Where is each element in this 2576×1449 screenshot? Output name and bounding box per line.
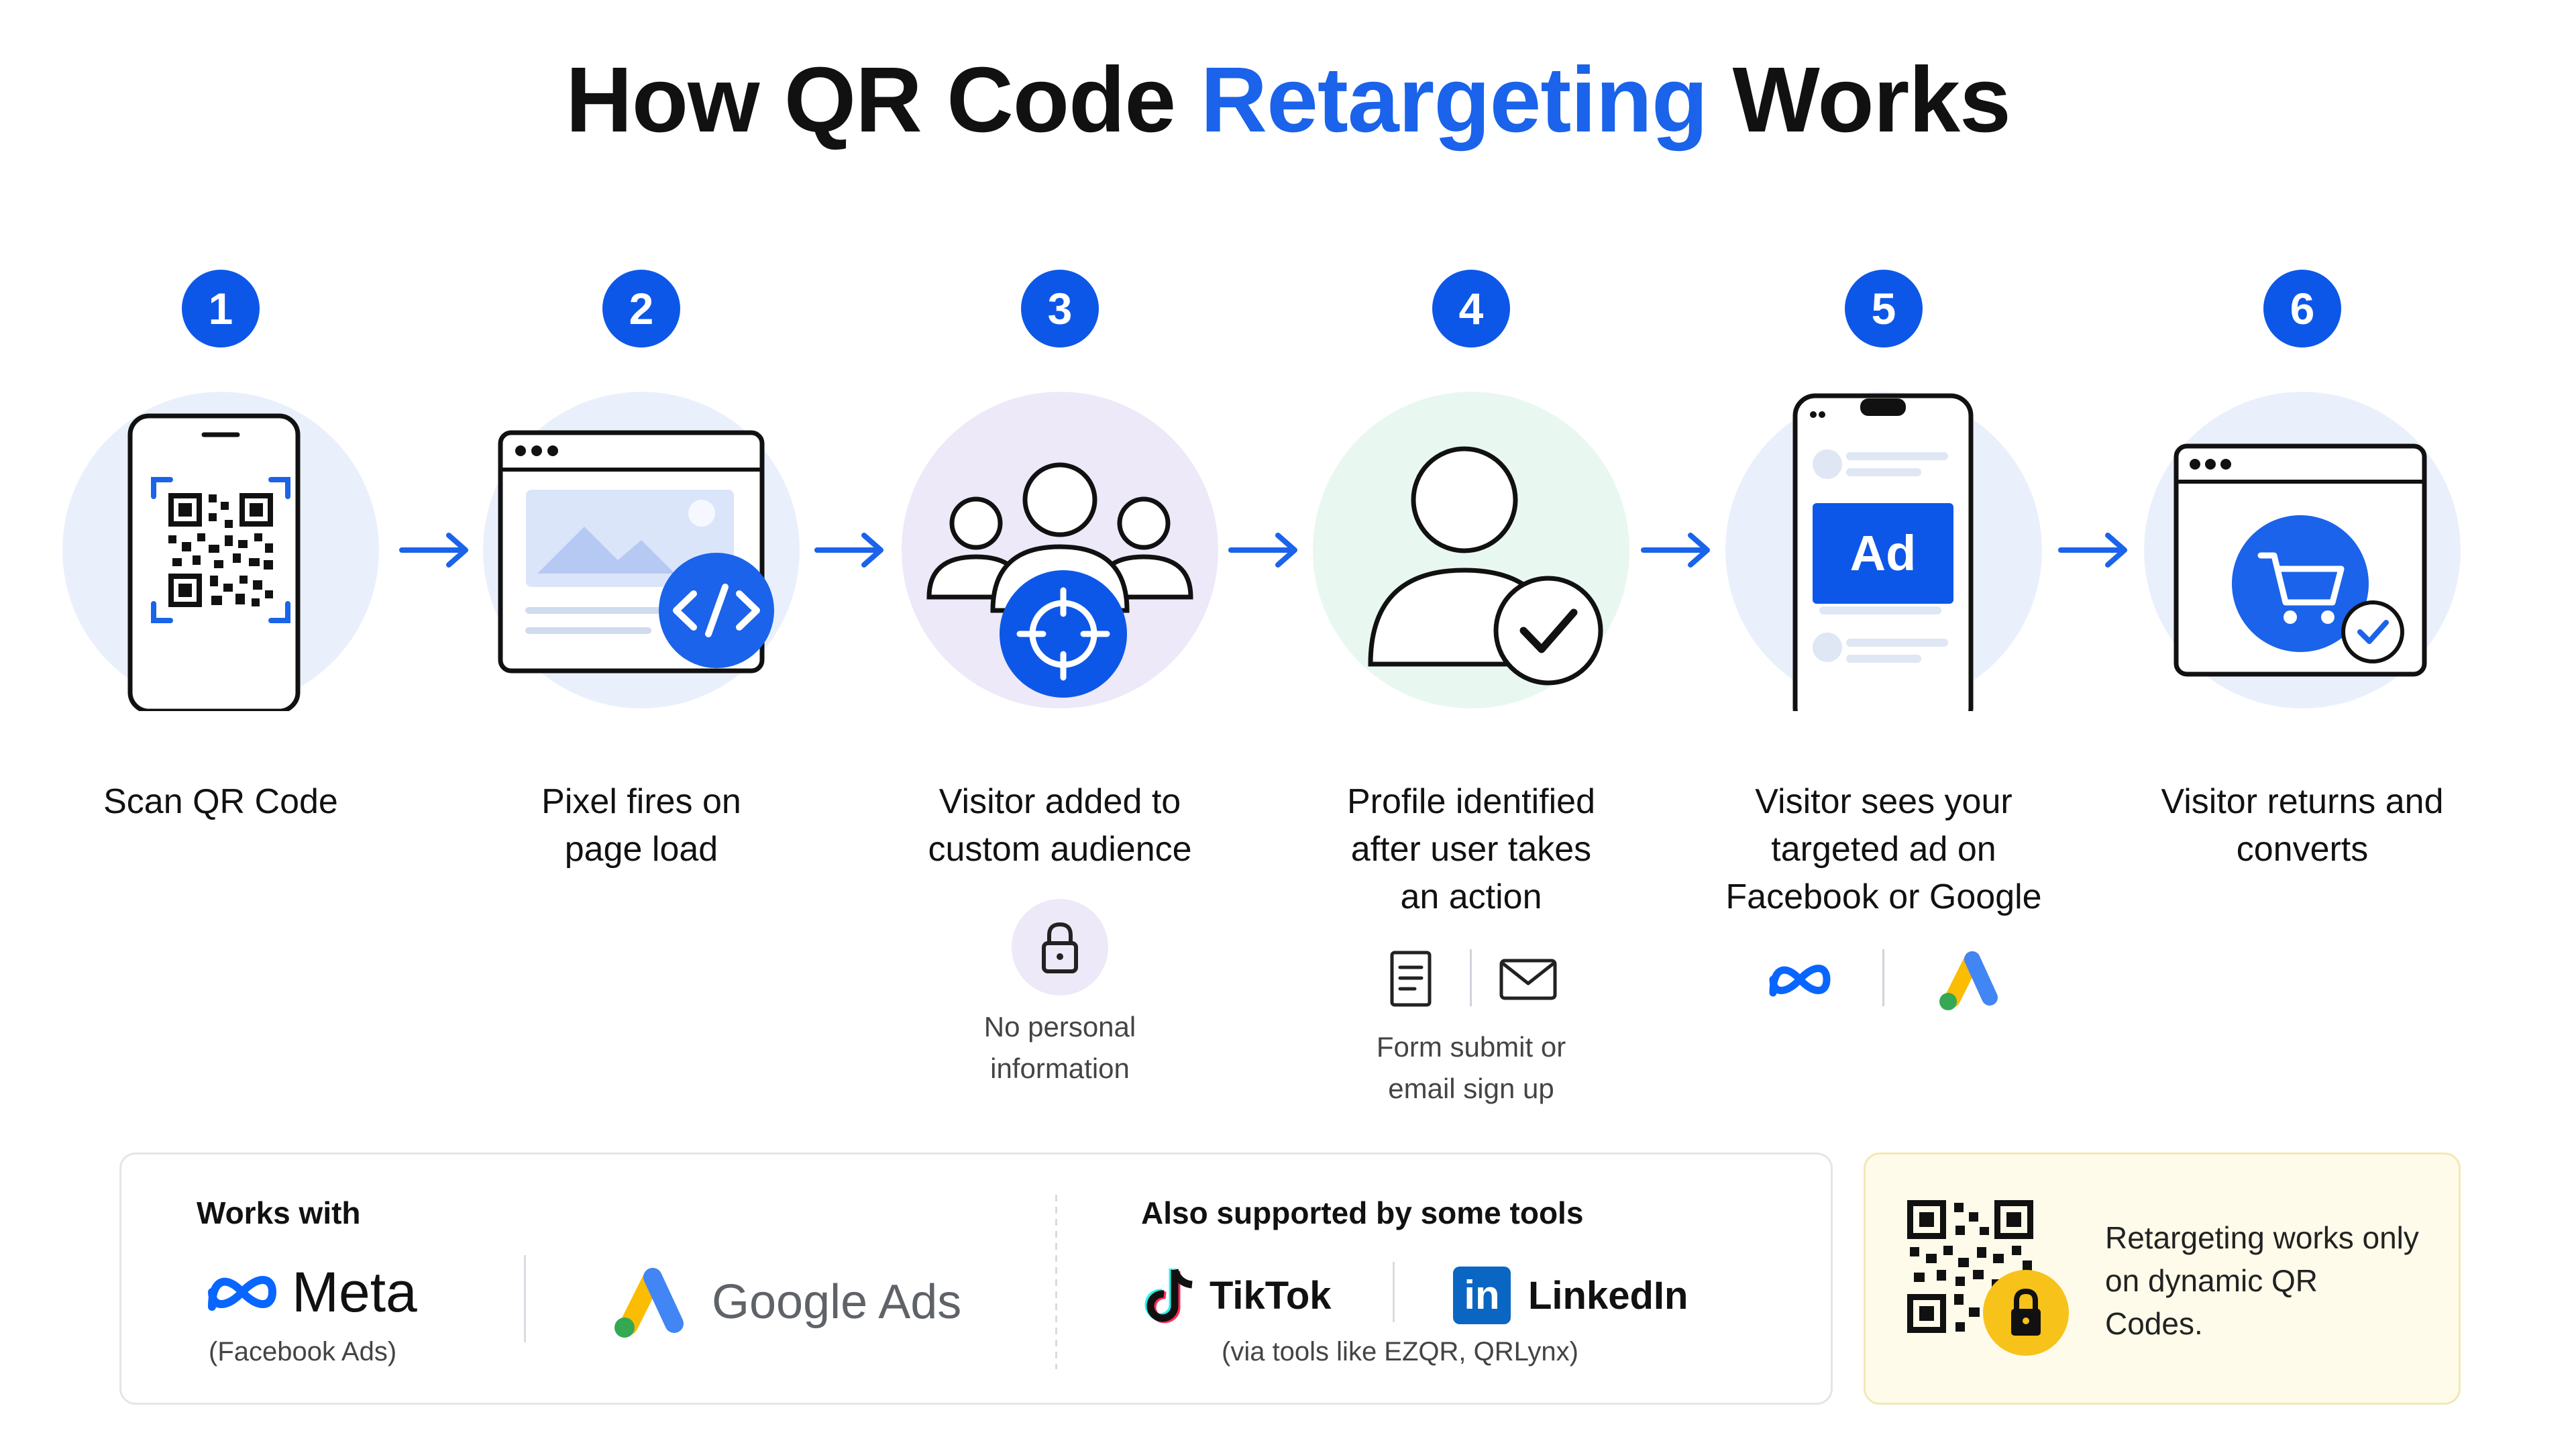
step-illustration	[2141, 389, 2463, 711]
linkedin-icon: in	[1453, 1267, 1511, 1324]
title-suffix: Works	[1732, 48, 2011, 152]
form-icon	[1377, 946, 1444, 1013]
title-accent: Retargeting	[1200, 48, 1708, 152]
step-1: 1	[6, 0, 435, 1140]
target-icon	[1000, 570, 1127, 698]
title-prefix: How QR Code	[566, 48, 1176, 152]
google-ads-label: Google Ads	[712, 1275, 962, 1329]
linkedin-label: LinkedIn	[1528, 1273, 1688, 1318]
cart-icon	[2232, 515, 2369, 652]
ad-icon: Ad	[1813, 503, 1953, 604]
step-label: Scan QR Code	[103, 782, 338, 821]
step-number-badge: 3	[1021, 270, 1099, 347]
tiktok-icon	[1144, 1269, 1193, 1324]
divider	[1470, 949, 1472, 1006]
google-ads-brand: Google Ads	[604, 1258, 961, 1346]
divider	[524, 1255, 526, 1342]
works-with-heading: Works with	[197, 1195, 361, 1230]
divider	[1393, 1262, 1395, 1322]
step-number-badge: 5	[1845, 270, 1923, 347]
divider	[1055, 1195, 1057, 1369]
step-illustration	[1310, 389, 1632, 711]
arrow-right-icon	[1637, 530, 1717, 570]
meta-icon	[208, 1276, 277, 1311]
linkedin-brand: in LinkedIn	[1453, 1263, 1688, 1328]
note-text: Retargeting works only on dynamic QR Cod…	[2105, 1220, 2419, 1341]
qr-code-icon	[1907, 1200, 2035, 1334]
qr-code-icon	[168, 493, 273, 607]
also-supported-sub: (via tools like EZQR, QRLynx)	[1222, 1337, 1578, 1366]
code-icon	[659, 553, 774, 668]
lock-icon	[1012, 899, 1108, 996]
arrow-right-icon	[395, 530, 476, 570]
meta-sub: (Facebook Ads)	[209, 1337, 397, 1366]
step-5: 5 Ad Visitor sees your targeted ad on Fa…	[1669, 0, 2098, 1140]
google-ads-icon	[1931, 943, 2004, 1016]
step-number-badge: 6	[2263, 270, 2341, 347]
tiktok-brand: TikTok	[1141, 1262, 1332, 1329]
step-number-badge: 4	[1432, 270, 1510, 347]
check-icon	[1493, 576, 1603, 686]
mail-icon	[1495, 946, 1562, 1013]
arrow-right-icon	[810, 530, 891, 570]
dynamic-qr-note: Retargeting works only on dynamic QR Cod…	[1864, 1152, 2461, 1405]
page-title: How QR Code Retargeting Works	[0, 47, 2576, 154]
step-illustration	[899, 389, 1221, 711]
step-number-badge: 1	[182, 270, 260, 347]
step-label: Profile identified after user takes an a…	[1347, 782, 1595, 916]
step-number-badge: 2	[602, 270, 680, 347]
meta-icon	[1760, 946, 1840, 1013]
google-ads-icon	[614, 1268, 684, 1338]
step-illustration: Ad	[1723, 389, 2045, 711]
works-with-panel: Works with Meta (Facebook Ads) Google Ad…	[119, 1152, 1833, 1405]
also-supported-heading: Also supported by some tools	[1141, 1195, 1584, 1230]
meta-label: Meta	[292, 1260, 417, 1324]
divider	[1882, 949, 1884, 1006]
arrow-right-icon	[2054, 530, 2135, 570]
step-6: 6 Visitor returns and converts	[2088, 0, 2517, 1140]
step-illustration	[60, 389, 382, 711]
action-note: Form submit or email sign up	[1376, 1031, 1566, 1104]
step-label: Pixel fires on page load	[541, 782, 741, 869]
check-icon	[2341, 600, 2404, 663]
step-4: 4 Profile identified after user takes an…	[1256, 0, 1686, 1140]
step-label: Visitor sees your targeted ad on Faceboo…	[1725, 782, 2042, 916]
privacy-note: No personal information	[983, 1011, 1136, 1084]
step-label: Visitor returns and converts	[2161, 782, 2444, 869]
step-illustration	[480, 389, 802, 711]
arrow-right-icon	[1224, 530, 1305, 570]
step-label: Visitor added to custom audience	[928, 782, 1192, 869]
lock-icon	[1983, 1270, 2069, 1356]
step-3: 3 Visitor added to custom audience	[845, 0, 1275, 1140]
meta-brand: Meta	[202, 1252, 417, 1332]
step-2: 2 Pixel fires on page load	[427, 0, 856, 1140]
tiktok-label: TikTok	[1210, 1273, 1332, 1318]
